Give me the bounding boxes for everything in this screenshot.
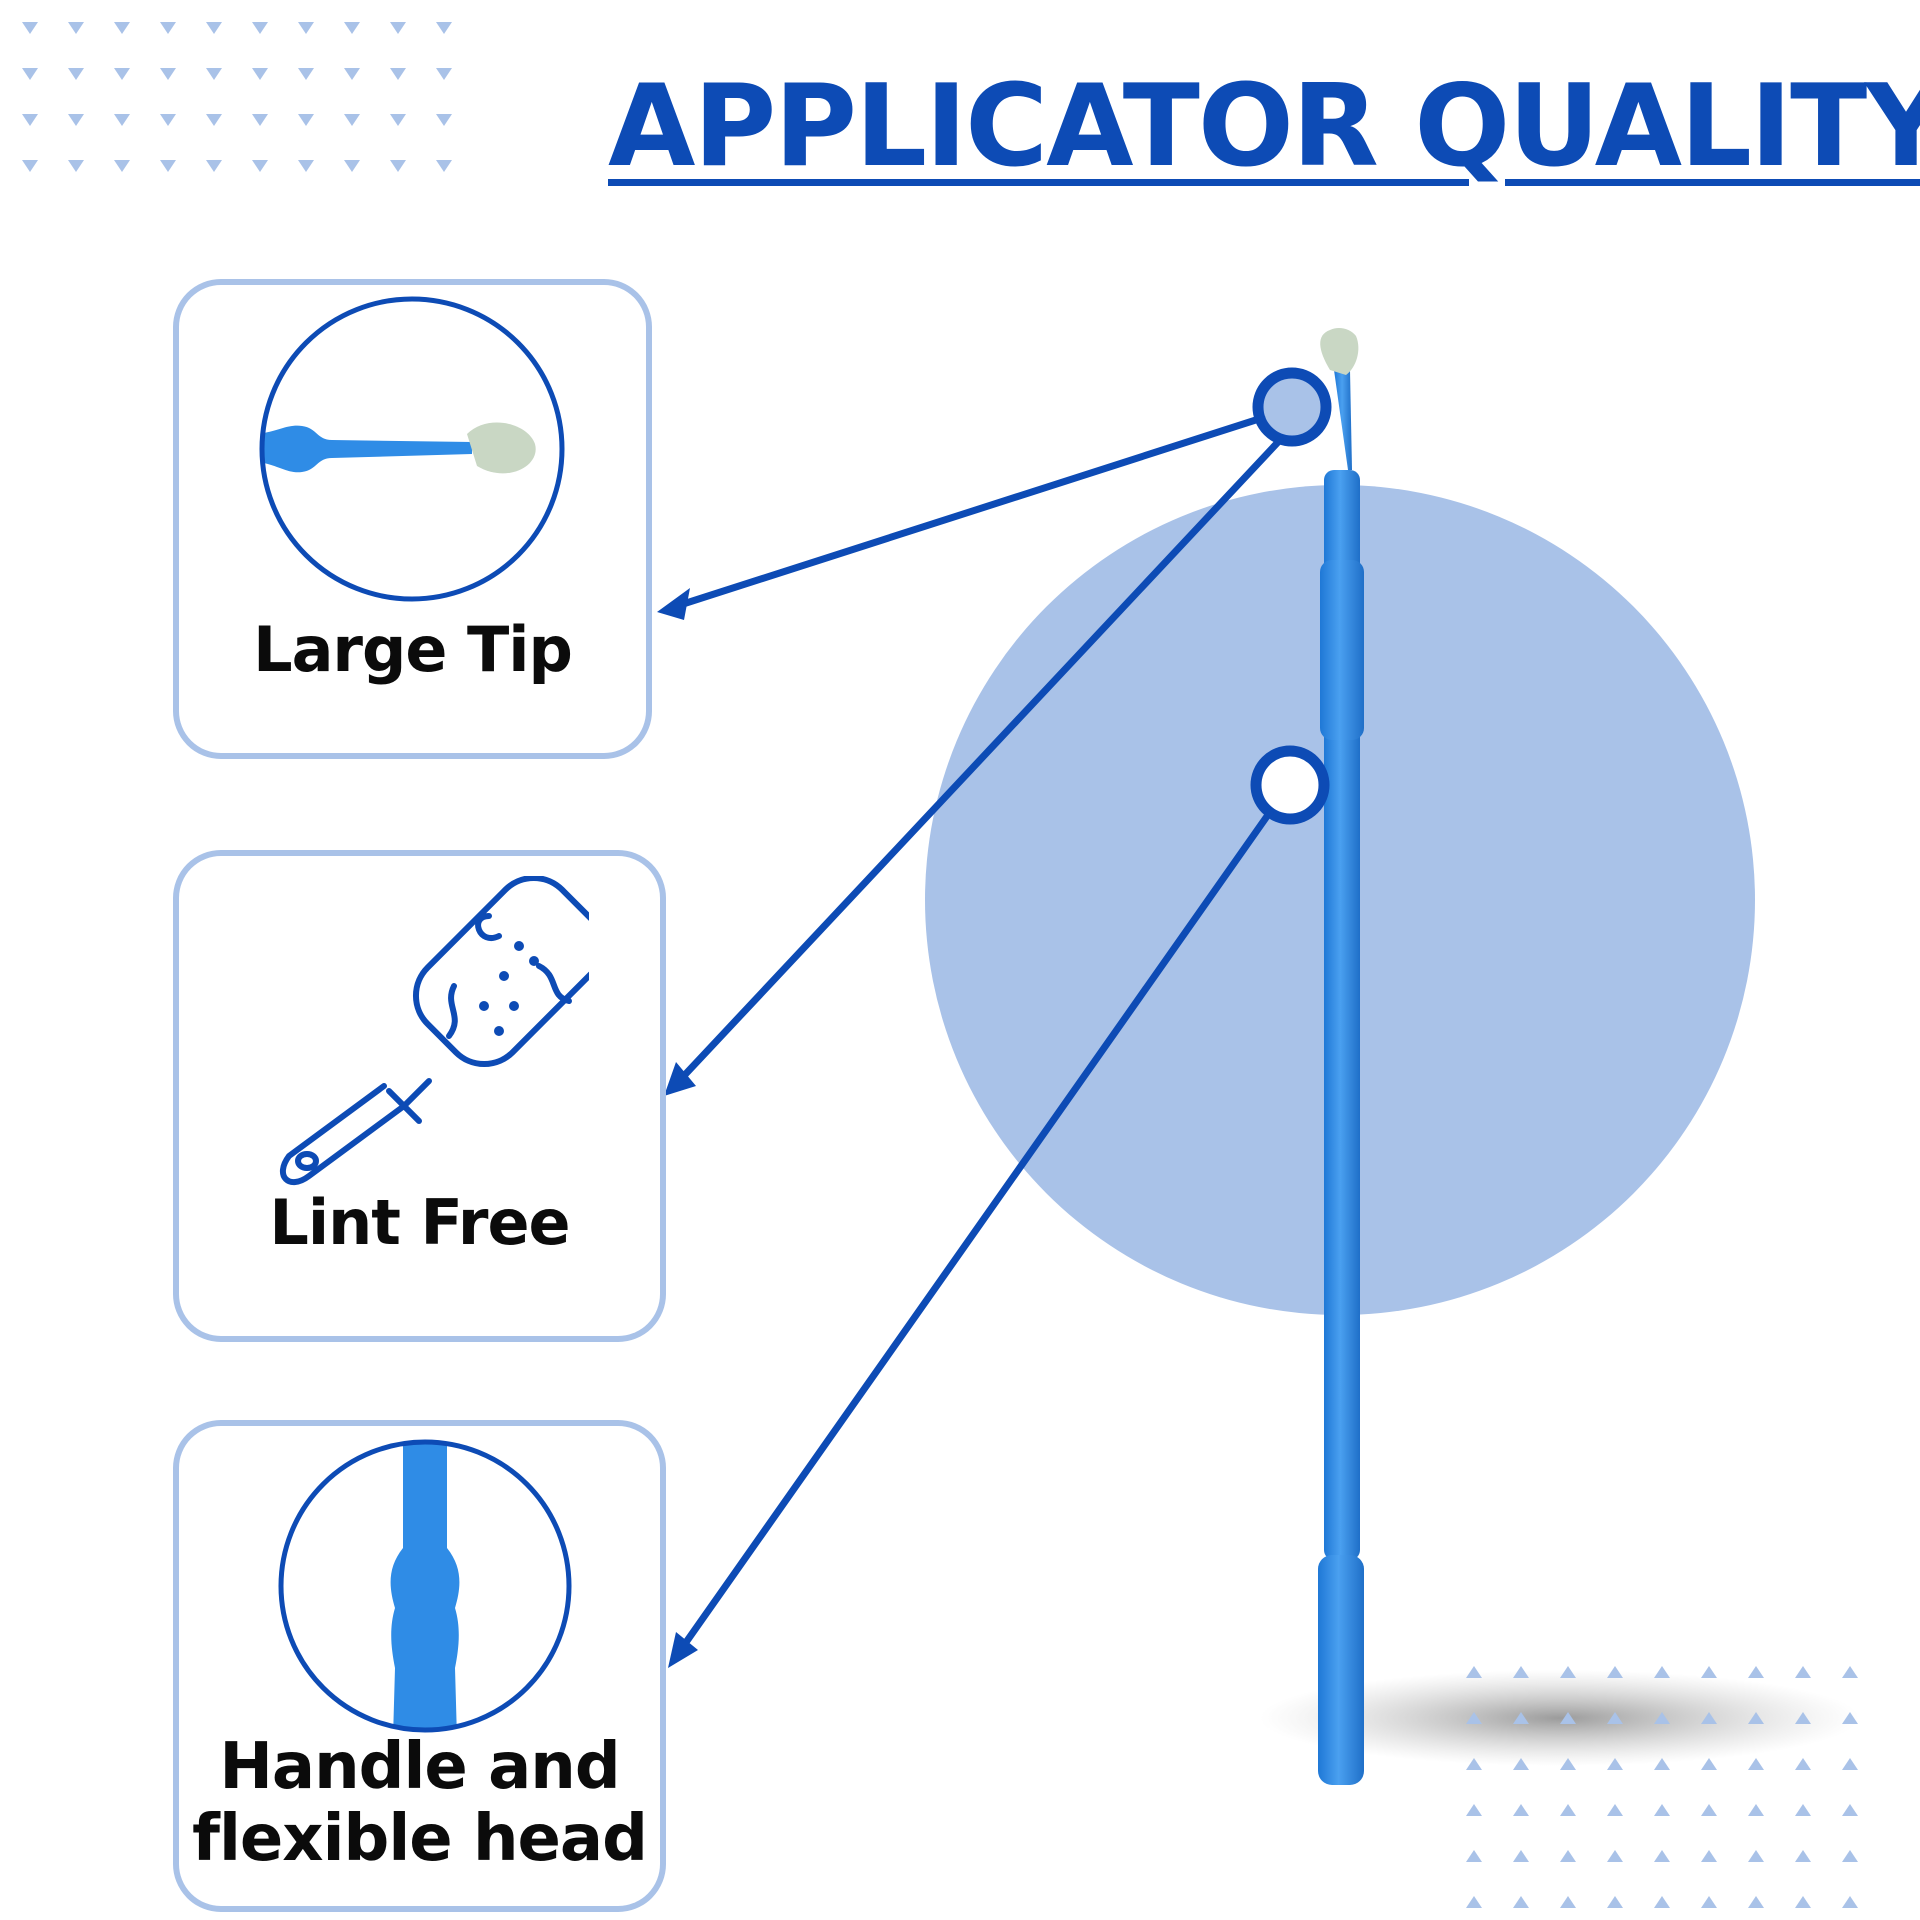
arrow-heads <box>657 588 698 1668</box>
arrows <box>676 414 1284 1652</box>
applicator-stick <box>1318 328 1364 1785</box>
feature-label-handle: Handle and flexible head <box>179 1730 660 1876</box>
feature-label-handle-line1: Handle and <box>219 1730 620 1804</box>
triangle-pattern-bottom-right <box>1466 1666 1858 1908</box>
feature-card-handle: Handle and flexible head <box>173 1420 666 1912</box>
feature-label-handle-line2: flexible head <box>192 1801 648 1876</box>
feature-label-large-tip: Large Tip <box>253 613 573 686</box>
handle-closeup-icon <box>278 1439 572 1733</box>
page-title: APPLICATOR QUALITY <box>608 60 1920 192</box>
triangle-pattern-top-left <box>22 22 452 172</box>
large-tip-icon <box>259 296 565 602</box>
connector-node-top <box>1252 367 1332 447</box>
connector-node-middle <box>1250 745 1330 825</box>
feature-label-lint-free: Lint Free <box>269 1186 570 1259</box>
lint-roller-icon <box>280 876 589 1185</box>
applicator-shadow <box>1260 1670 1860 1766</box>
feature-card-large-tip: Large Tip <box>173 279 652 759</box>
feature-card-lint-free: Lint Free <box>173 850 666 1342</box>
